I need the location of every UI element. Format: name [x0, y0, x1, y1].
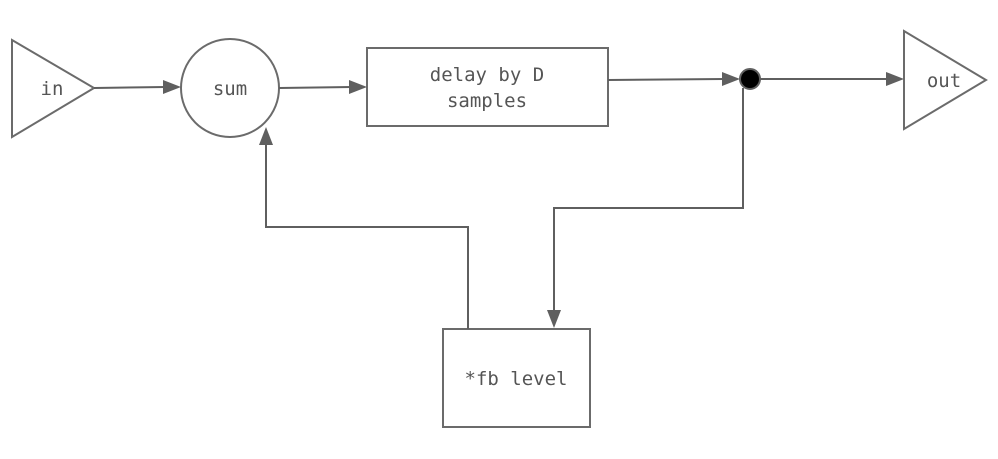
arrowhead-feedback-sum	[259, 127, 273, 145]
input-label: in	[41, 78, 64, 100]
delay-box	[366, 47, 609, 127]
input-node: in	[11, 38, 96, 139]
arrowhead-in-sum	[163, 80, 181, 94]
connection-feedback-to-sum	[259, 127, 469, 329]
arrowhead-junction-feedback	[547, 310, 561, 328]
output-node: out	[903, 29, 988, 131]
delay-node: delay by D samples	[366, 47, 609, 127]
output-label: out	[927, 70, 961, 92]
junction-dot	[739, 68, 761, 90]
connection-junction-to-feedback	[547, 88, 744, 328]
feedback-node: *fb level	[442, 328, 591, 428]
delay-label-line1: delay by D	[430, 64, 544, 86]
arrowhead-delay-junction	[722, 72, 740, 86]
wire-junction-feedback	[553, 88, 744, 312]
connection-sum-to-delay	[278, 80, 367, 94]
connection-junction-to-out	[760, 72, 904, 86]
feedback-label: *fb level	[465, 368, 568, 390]
wire-in-sum	[93, 86, 167, 89]
connection-delay-to-junction	[607, 72, 740, 86]
wire-delay-junction	[607, 78, 725, 81]
feedback-box	[442, 328, 591, 428]
arrowhead-sum-delay	[349, 80, 367, 94]
sum-label: sum	[213, 78, 247, 100]
input-triangle	[11, 38, 96, 139]
wire-feedback-sum	[265, 144, 469, 329]
wire-sum-delay	[278, 86, 353, 89]
arrowhead-junction-out	[886, 72, 904, 86]
connection-in-to-sum	[93, 80, 181, 94]
output-triangle	[903, 29, 988, 131]
delay-label-line2: samples	[447, 90, 527, 112]
sum-node: sum	[180, 38, 280, 138]
